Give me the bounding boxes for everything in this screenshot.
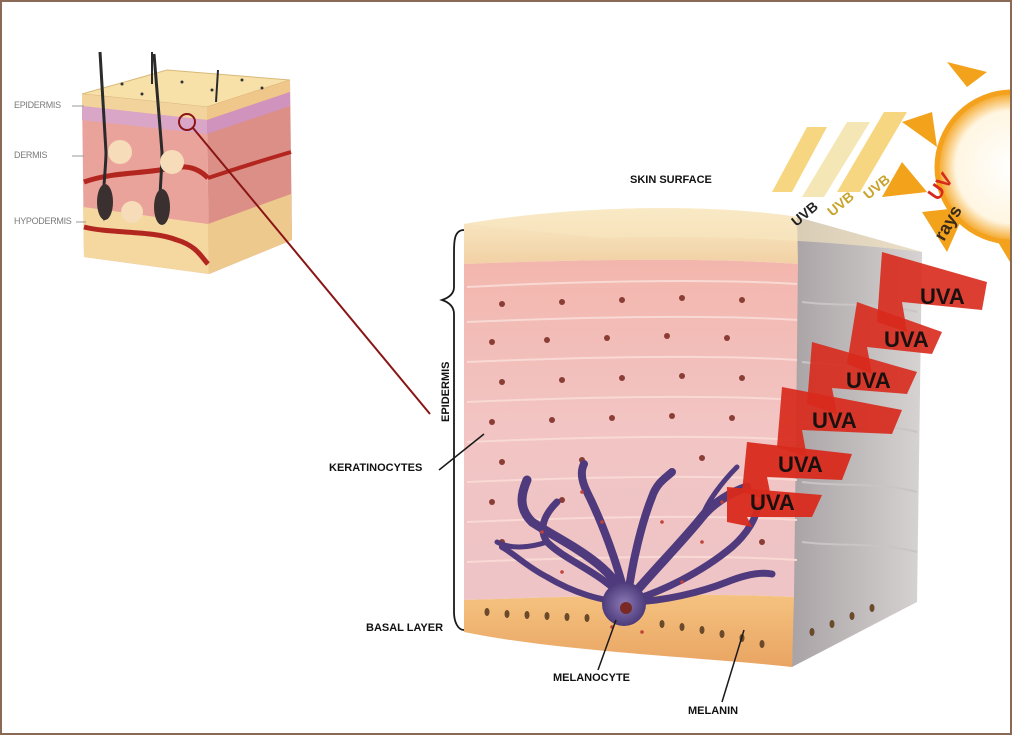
inset-label-hypodermis: HYPODERMIS (14, 216, 72, 226)
main-skin-block (464, 208, 922, 667)
label-skin-surface: SKIN SURFACE (630, 174, 712, 186)
label-uva-2: UVA (884, 327, 929, 353)
inset-label-epidermis: EPIDERMIS (14, 100, 61, 110)
label-uva-1: UVA (920, 284, 965, 310)
label-basal-layer: BASAL LAYER (366, 622, 443, 634)
inset-skin-block (72, 52, 430, 414)
label-melanocyte: MELANOCYTE (553, 672, 630, 684)
label-epidermis: EPIDERMIS (440, 361, 452, 422)
label-uva-6: UVA (750, 490, 795, 516)
inset-label-dermis: DERMIS (14, 150, 47, 160)
label-uva-5: UVA (778, 452, 823, 478)
label-keratinocytes: KERATINOCYTES (329, 462, 422, 474)
label-uva-4: UVA (812, 408, 857, 434)
label-uva-3: UVA (846, 368, 891, 394)
epidermis-bracket (442, 230, 464, 630)
label-melanin: MELANIN (688, 705, 738, 717)
